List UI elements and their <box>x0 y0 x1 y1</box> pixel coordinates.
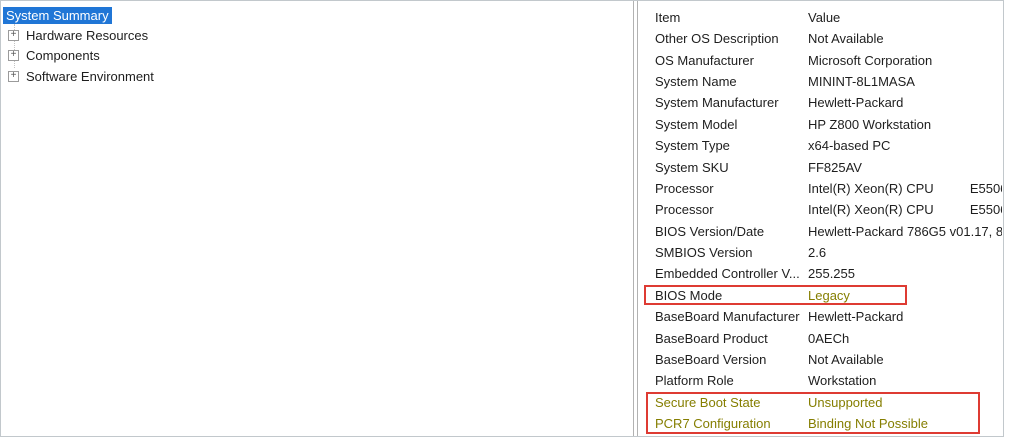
value-cell: 2.6 <box>808 245 827 261</box>
details-panel: Item Value Other OS Description Not Avai… <box>637 1 1002 436</box>
item-cell: BaseBoard Product <box>655 330 768 346</box>
tree-list: System Summary + Hardware Resources + Co… <box>2 5 633 87</box>
item-cell: BIOS Mode <box>655 287 723 303</box>
plus-box-expand-icon[interactable]: + <box>8 30 19 42</box>
item-cell: Processor <box>655 202 714 218</box>
table-row-system-model[interactable]: System Model HP Z800 Workstation <box>655 114 1002 135</box>
table-row-system-sku[interactable]: System SKU FF825AV <box>655 156 1002 177</box>
tree-item-system-summary[interactable]: System Summary <box>2 5 633 25</box>
item-cell: BaseBoard Version <box>655 352 767 368</box>
item-cell: BIOS Version/Date <box>655 223 765 239</box>
value-cell: HP Z800 Workstation <box>808 116 932 132</box>
table-row-secure-boot-state[interactable]: Secure Boot State Unsupported <box>655 392 1002 413</box>
item-cell: System Manufacturer <box>655 95 779 111</box>
value-cell: Not Available <box>808 352 884 368</box>
tree-item-software-environment[interactable]: + Software Environment <box>2 66 633 86</box>
navigation-tree-panel: System Summary + Hardware Resources + Co… <box>2 1 634 436</box>
value-cell: 255.255 <box>808 266 855 282</box>
table-row-processor[interactable]: Processor Intel(R) Xeon(R) CPU E5506 <box>655 199 1002 220</box>
table-row-embedded-controller-v[interactable]: Embedded Controller V... 255.255 <box>655 263 1002 284</box>
table-row-bios-version-date[interactable]: BIOS Version/Date Hewlett-Packard 786G5 … <box>655 221 1002 242</box>
tree-item-label: Software Environment <box>26 68 154 84</box>
value-cell: Not Available <box>808 31 884 47</box>
item-cell: SMBIOS Version <box>655 245 753 261</box>
value-cell: Hewlett-Packard 786G5 v01.17, 8/ <box>808 223 1002 239</box>
value-cell: Hewlett-Packard <box>808 95 904 111</box>
plus-box-expand-icon[interactable]: + <box>8 50 19 62</box>
table-row-other-os-description[interactable]: Other OS Description Not Available <box>655 28 1002 49</box>
value-cell: MININT-8L1MASA <box>808 73 915 89</box>
table-row-system-manufacturer[interactable]: System Manufacturer Hewlett-Packard <box>655 92 1002 113</box>
item-cell: Secure Boot State <box>655 394 761 410</box>
list-header-row: Item Value <box>655 7 1002 28</box>
item-cell: Platform Role <box>655 373 734 389</box>
item-cell: System Type <box>655 138 730 154</box>
value-cell: Legacy <box>808 287 850 303</box>
value-cell: Intel(R) Xeon(R) CPU E5506 <box>808 180 1002 196</box>
value-cell: FF825AV <box>808 159 862 175</box>
table-row-system-name[interactable]: System Name MININT-8L1MASA <box>655 71 1002 92</box>
details-rows: Other OS Description Not Available OS Ma… <box>655 28 1002 434</box>
tree-item-components[interactable]: + Components <box>2 46 633 66</box>
table-row-smbios-version[interactable]: SMBIOS Version 2.6 <box>655 242 1002 263</box>
item-cell: System Name <box>655 73 737 89</box>
item-cell: PCR7 Configuration <box>655 416 771 432</box>
column-header-item: Item <box>655 10 681 25</box>
table-row-baseboard-version[interactable]: BaseBoard Version Not Available <box>655 349 1002 370</box>
value-cell: Microsoft Corporation <box>808 52 933 68</box>
table-row-pcr7-configuration[interactable]: PCR7 Configuration Binding Not Possible <box>655 413 1002 434</box>
tree-item-label: Components <box>26 48 100 64</box>
column-header-value: Value <box>808 10 841 25</box>
table-row-system-type[interactable]: System Type x64-based PC <box>655 135 1002 156</box>
value-cell: Intel(R) Xeon(R) CPU E5506 <box>808 202 1002 218</box>
table-row-baseboard-product[interactable]: BaseBoard Product 0AECh <box>655 327 1002 348</box>
table-row-processor[interactable]: Processor Intel(R) Xeon(R) CPU E5506 <box>655 178 1002 199</box>
value-cell: Unsupported <box>808 394 883 410</box>
table-row-os-manufacturer[interactable]: OS Manufacturer Microsoft Corporation <box>655 49 1002 70</box>
plus-box-expand-icon[interactable]: + <box>8 70 19 82</box>
item-cell: Processor <box>655 180 714 196</box>
tree-item-label: Hardware Resources <box>26 28 149 44</box>
item-cell: BaseBoard Manufacturer <box>655 309 800 325</box>
value-cell: 0AECh <box>808 330 850 346</box>
value-cell: x64-based PC <box>808 138 891 154</box>
item-cell: Embedded Controller V... <box>655 266 800 282</box>
tree-item-hardware-resources[interactable]: + Hardware Resources <box>2 25 633 45</box>
table-row-platform-role[interactable]: Platform Role Workstation <box>655 370 1002 391</box>
item-cell: Other OS Description <box>655 31 779 47</box>
table-row-baseboard-manufacturer[interactable]: BaseBoard Manufacturer Hewlett-Packard <box>655 306 1002 327</box>
item-cell: OS Manufacturer <box>655 52 754 68</box>
value-cell: Hewlett-Packard <box>808 309 904 325</box>
value-cell: Workstation <box>808 373 877 389</box>
value-cell: Binding Not Possible <box>808 416 928 432</box>
table-row-bios-mode[interactable]: BIOS Mode Legacy <box>655 285 1002 306</box>
tree-item-label: System Summary <box>3 6 112 24</box>
item-cell: System SKU <box>655 159 729 175</box>
tree-connector-line <box>14 24 15 68</box>
item-cell: System Model <box>655 116 738 132</box>
